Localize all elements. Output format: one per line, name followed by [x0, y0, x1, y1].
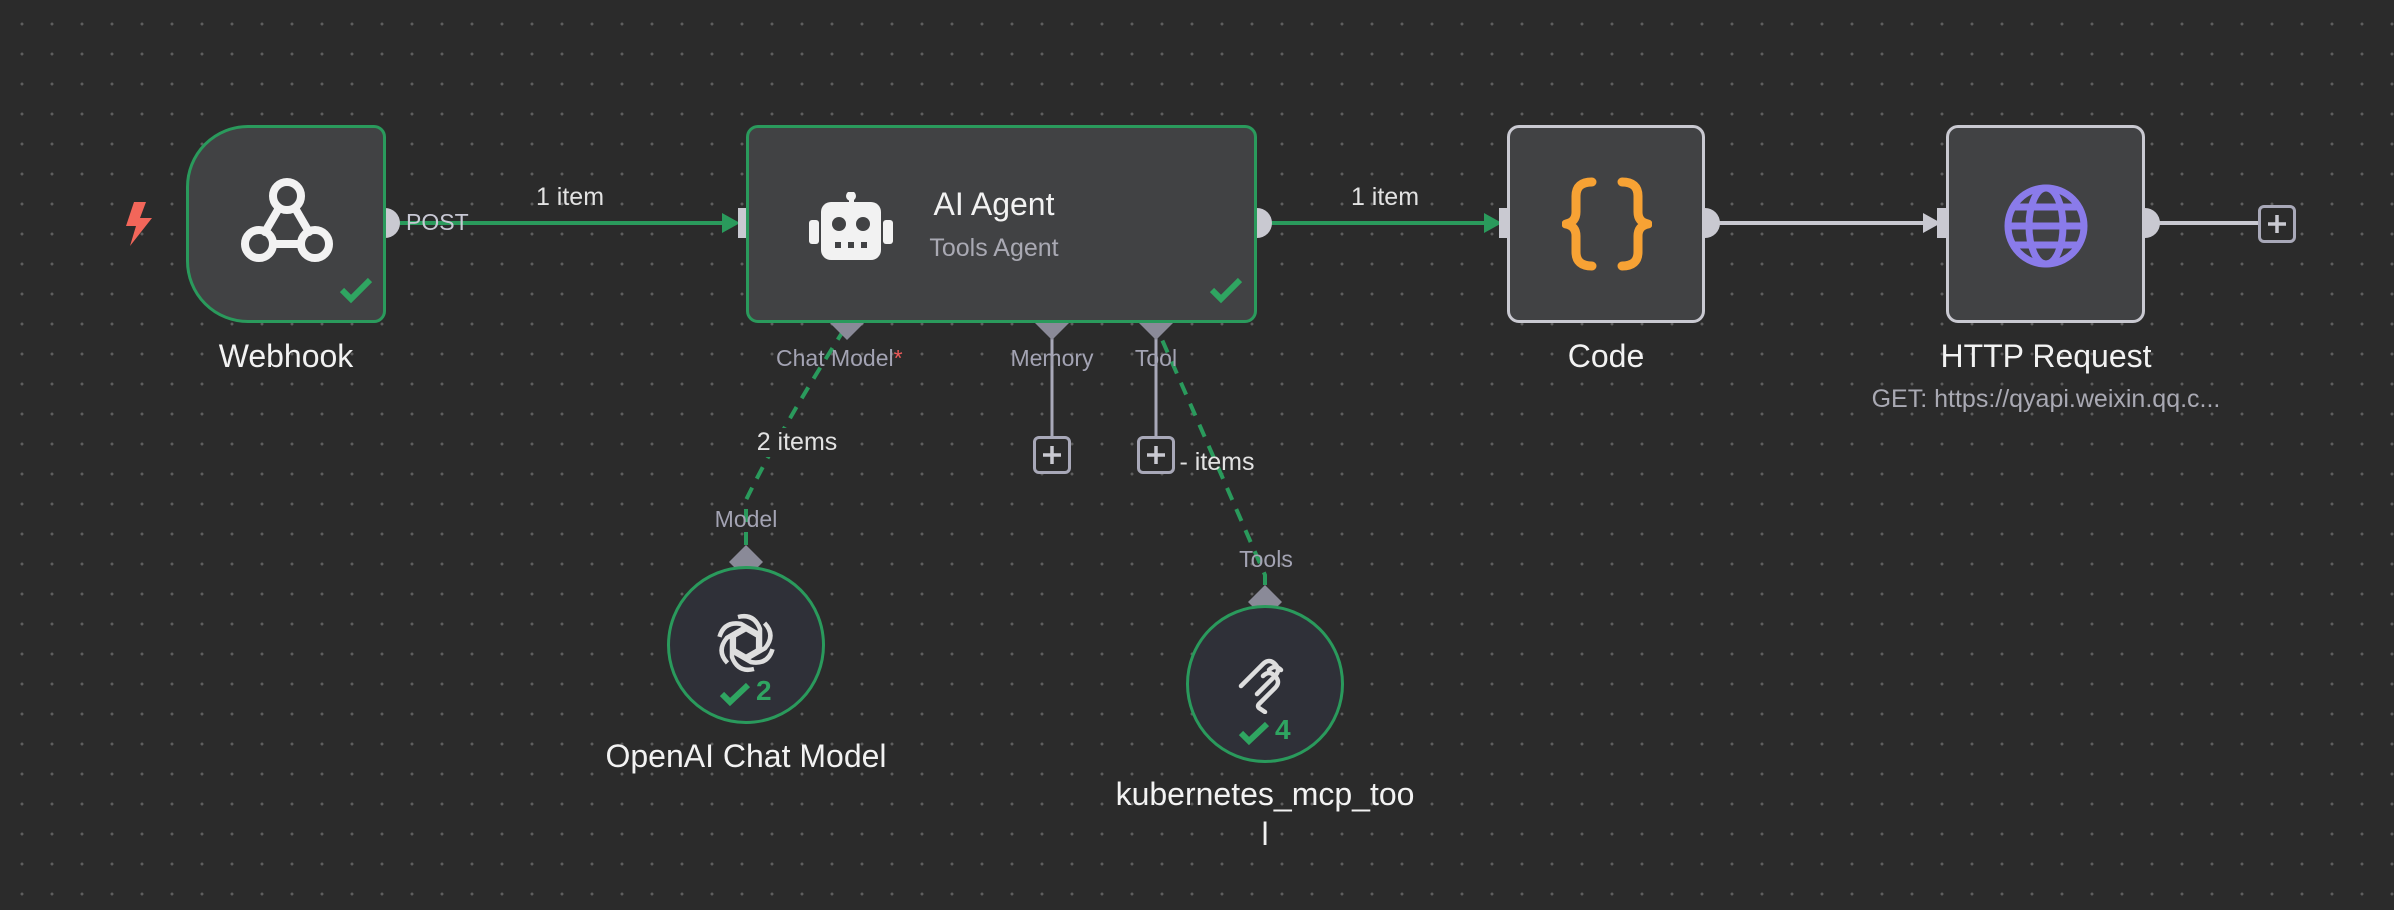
tools-port-label: Tools [1239, 546, 1293, 572]
openai-chat-model-node[interactable]: 2 [667, 566, 825, 724]
code-title: Code [1567, 338, 1645, 374]
robot-icon [809, 191, 893, 269]
add-memory-button[interactable] [1033, 436, 1071, 474]
arrowhead-http-input [1923, 213, 1941, 233]
globe-icon [2003, 183, 2089, 274]
ai-agent-node[interactable]: AI Agent Tools Agent [746, 125, 1257, 323]
kubernetes-mcp-tool-node[interactable]: 4 [1186, 605, 1344, 763]
http-request-node[interactable] [1946, 125, 2145, 323]
run-count-badge: 2 [756, 675, 772, 706]
ai-agent-subtitle: Tools Agent [929, 234, 1059, 262]
http-request-title: HTTP Request [1940, 338, 2152, 374]
tool-port-label: Tool [1134, 345, 1178, 371]
plus-icon [1147, 446, 1165, 464]
connection-tool-agent[interactable] [1154, 325, 1267, 585]
connection-model-agent[interactable] [744, 323, 849, 545]
success-check-icon [719, 681, 751, 712]
model-port-label: Model [714, 506, 778, 532]
agent-code-edge-label: 1 item [1350, 183, 1420, 211]
plus-icon [1043, 446, 1061, 464]
mcp-icon [1237, 656, 1295, 719]
kubernetes-mcp-tool-title-line2: l [1261, 816, 1269, 852]
kubernetes-mcp-tool-title-line1: kubernetes_mcp_too [1115, 776, 1415, 812]
model-agent-edge-label: 2 items [745, 428, 849, 457]
add-tool-button[interactable] [1137, 436, 1175, 474]
lightning-icon [122, 200, 156, 253]
ai-agent-title: AI Agent [933, 186, 1055, 222]
success-check-icon [339, 276, 373, 309]
code-node[interactable] [1507, 125, 1705, 323]
success-check-icon [1238, 720, 1270, 751]
webhook-node[interactable] [186, 125, 386, 323]
curly-braces-icon [1561, 176, 1653, 277]
add-node-button[interactable] [2258, 205, 2296, 243]
run-count-badge: 4 [1275, 714, 1291, 745]
plus-icon [2268, 215, 2286, 233]
tool-agent-edge-label: - items [1179, 448, 1255, 476]
success-check-icon [1209, 276, 1243, 309]
webhook-agent-edge-label: 1 item [535, 183, 605, 211]
openai-icon [714, 611, 778, 680]
chat-model-port-label: Chat Model* [776, 345, 903, 371]
memory-port-label: Memory [1010, 345, 1094, 371]
webhook-icon [235, 170, 339, 279]
arrowhead-code-input [1484, 213, 1502, 233]
webhook-output-label: POST [406, 209, 469, 235]
http-request-url: GET: https://qyapi.weixin.qq.c... [1871, 385, 2221, 413]
openai-chat-model-title: OpenAI Chat Model [605, 738, 887, 774]
arrowhead-agent-input [722, 213, 740, 233]
webhook-title: Webhook [218, 338, 354, 374]
